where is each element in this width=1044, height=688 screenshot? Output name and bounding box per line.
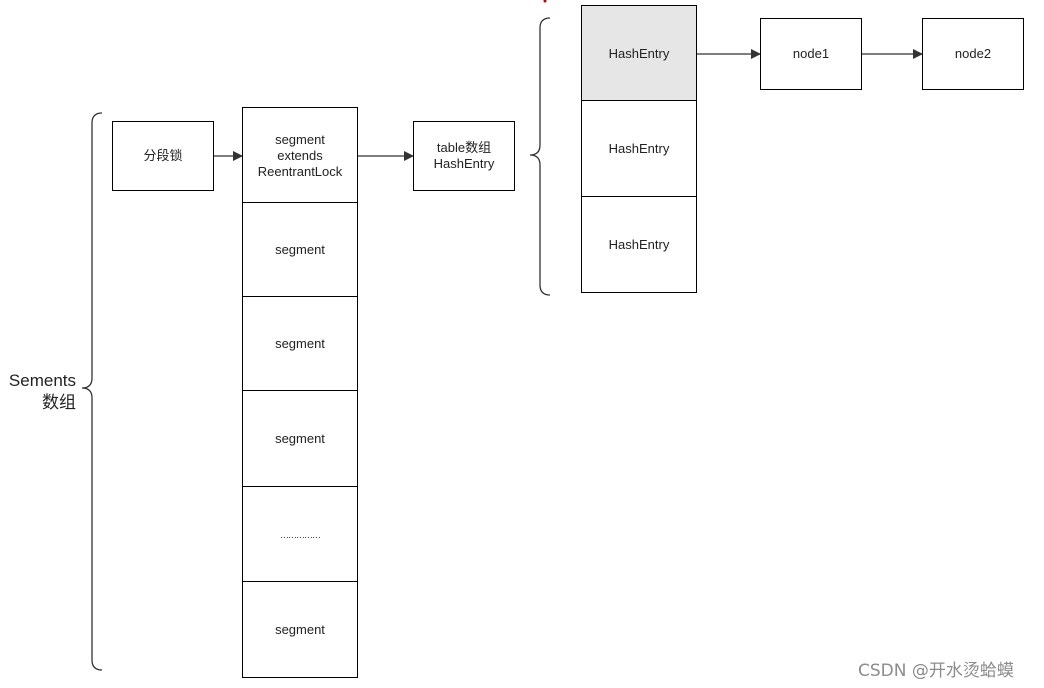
hashentry-cell-0: HashEntry [581, 5, 697, 102]
segment-cell-1: segment [242, 202, 358, 298]
segment-cell-ellipsis: …………… [242, 486, 358, 583]
hashentry-cell-2: HashEntry [581, 196, 697, 293]
node2-box: node2 [922, 18, 1024, 90]
node1-box: node1 [760, 18, 862, 90]
segment-cell-5: segment [242, 581, 358, 678]
hashentry-brace [529, 17, 551, 296]
accent-dot [543, 0, 547, 3]
lock-box: 分段锁 [112, 121, 214, 191]
segment-cell-3: segment [242, 390, 358, 488]
segment-cell-2: segment [242, 296, 358, 392]
segment-cell-0: segment extends ReentrantLock [242, 107, 358, 204]
table-array-box: table数组 HashEntry [413, 121, 515, 191]
watermark: CSDN @开水烫蛤蟆 [858, 661, 1014, 681]
segments-array-label: Sements 数组 [8, 371, 76, 412]
segments-brace [81, 112, 103, 671]
hashentry-cell-1: HashEntry [581, 100, 697, 198]
